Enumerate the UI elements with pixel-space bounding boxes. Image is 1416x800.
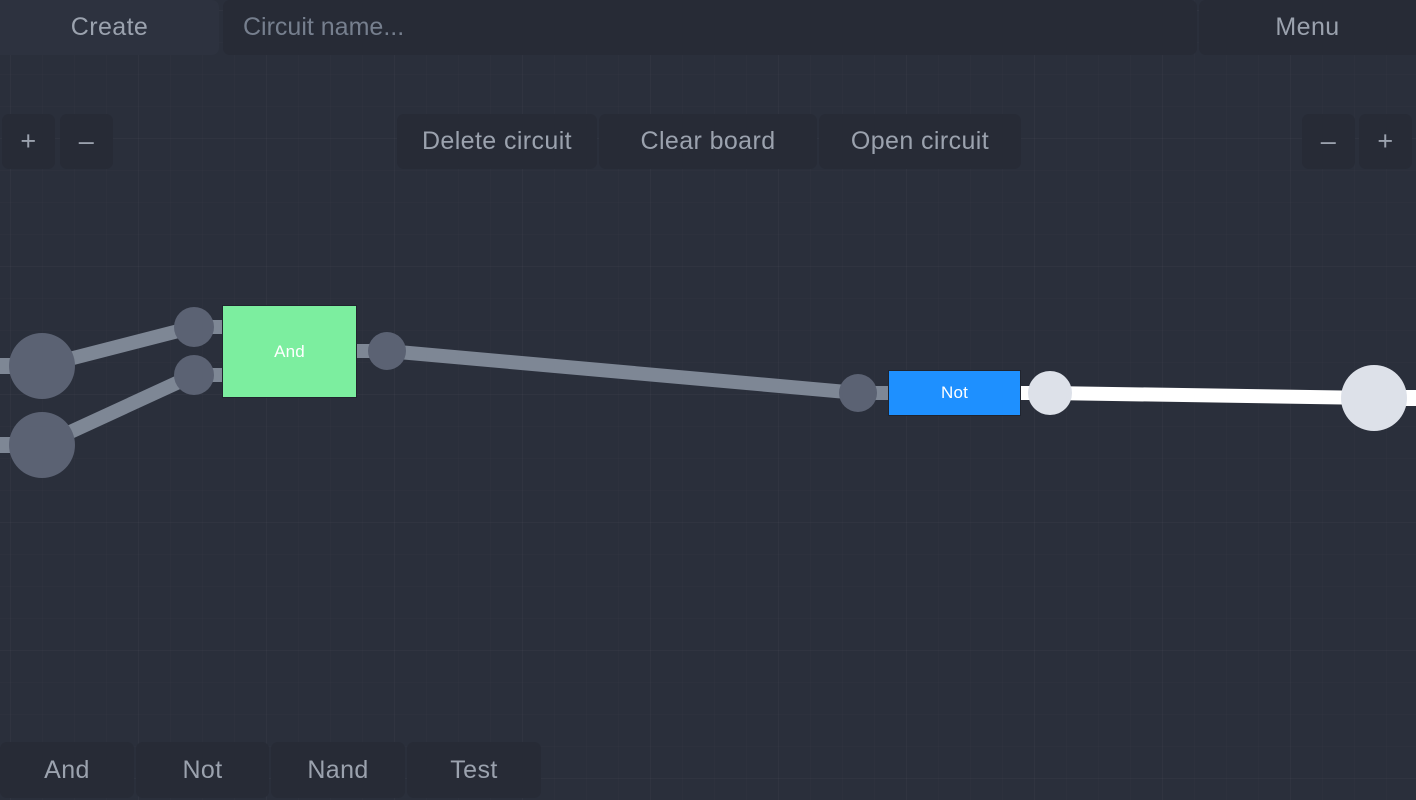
zoom-in-icon[interactable]: + [2, 114, 55, 169]
board-zoom-out-icon[interactable]: – [1302, 114, 1355, 169]
gate-pin-node[interactable] [174, 307, 214, 347]
gate-pin-node[interactable] [839, 374, 877, 412]
wire[interactable] [1049, 386, 1375, 405]
board-zoom-in-icon[interactable]: + [1359, 114, 1412, 169]
circuit-name-input[interactable] [223, 0, 1197, 55]
wires-layer [0, 320, 1416, 453]
zoom-out-icon[interactable]: – [60, 114, 113, 169]
output-node[interactable] [1341, 365, 1407, 431]
clear-board-button[interactable]: Clear board [599, 114, 817, 169]
gate-pin-node[interactable] [1028, 371, 1072, 415]
palette-item-test[interactable]: Test [407, 742, 541, 798]
palette-item-nand[interactable]: Nand [271, 742, 405, 798]
gate-and[interactable]: And [222, 305, 357, 398]
input-node[interactable] [9, 412, 75, 478]
gate-label: Not [940, 383, 969, 402]
gate-not[interactable]: Not [888, 370, 1021, 416]
open-circuit-button[interactable]: Open circuit [819, 114, 1021, 169]
nodes-layer [9, 307, 1407, 478]
gate-label: And [274, 341, 305, 361]
menu-button[interactable]: Menu [1199, 0, 1416, 55]
create-button[interactable]: Create [0, 0, 219, 55]
top-toolbar: Create Menu [0, 0, 1416, 56]
gate-pin-node[interactable] [174, 355, 214, 395]
secondary-toolbar: + – Delete circuit Clear board Open circ… [0, 57, 1416, 169]
gate-pin-node[interactable] [368, 332, 406, 370]
palette-item-not[interactable]: Not [136, 742, 269, 798]
palette-item-and[interactable]: And [0, 742, 134, 798]
input-node[interactable] [9, 333, 75, 399]
wire[interactable] [386, 344, 859, 400]
delete-circuit-button[interactable]: Delete circuit [397, 114, 597, 169]
